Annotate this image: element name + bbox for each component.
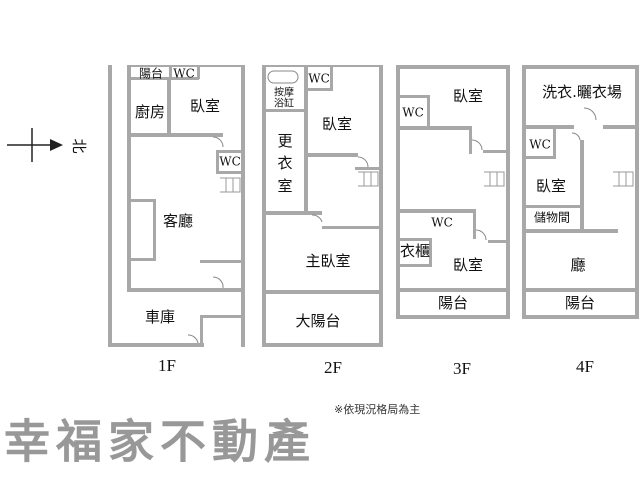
floor-2f: 按摩 浴缸 WC 臥室 更 衣 室 主臥室 大陽台 2F [262, 65, 383, 377]
room-wc: WC [529, 138, 551, 152]
room-wc: WC [402, 106, 424, 120]
room-living: 客廳 [163, 212, 193, 230]
floor-1f: 陽台 WC 廚房 臥室 WC 客廳 車庫 1F [108, 65, 245, 375]
room-bedroom: 臥室 [190, 97, 220, 115]
room-wc: WC [219, 155, 241, 169]
room-bath-line2: 浴缸 [274, 97, 294, 110]
room-big-balcony: 大陽台 [295, 312, 340, 330]
room-storage: 儲物間 [534, 211, 570, 225]
room-bedroom: 臥室 [536, 177, 566, 195]
room-closet-3: 室 [277, 177, 292, 195]
room-bath-line1: 按摩 [274, 86, 294, 99]
room-bedroom: 臥室 [453, 256, 483, 274]
room-balcony: 陽台 [438, 294, 468, 312]
room-garage: 車庫 [145, 308, 175, 326]
disclaimer-note: ※依現況格局為主 [334, 402, 420, 416]
room-wc: WC [308, 72, 330, 86]
north-label: 北 [70, 138, 88, 153]
room-closet-2: 衣 [277, 154, 292, 172]
room-bedroom: 臥室 [453, 87, 483, 105]
room-laundry: 洗衣.曬衣場 [542, 83, 622, 101]
floor-label-1f: 1F [158, 356, 176, 375]
room-master-bedroom: 主臥室 [305, 252, 350, 270]
room-wc: WC [173, 67, 195, 81]
bathtub-icon [267, 70, 299, 84]
room-closet-1: 更 [277, 132, 292, 150]
north-arrow-icon [7, 128, 63, 162]
room-hall: 廳 [570, 256, 585, 274]
room-wardrobe: 衣櫃 [400, 242, 430, 260]
room-balcony: 陽台 [565, 294, 595, 312]
floor-label-3f: 3F [453, 359, 471, 378]
floor-label-2f: 2F [324, 358, 342, 377]
room-bedroom: 臥室 [322, 115, 352, 133]
floor-label-4f: 4F [576, 357, 594, 376]
room-wc: WC [431, 216, 453, 230]
room-balcony: 陽台 [139, 66, 163, 81]
room-kitchen: 廚房 [135, 103, 165, 121]
floor-4f: 洗衣.曬衣場 WC 臥室 儲物間 廳 陽台 4F [522, 65, 639, 376]
watermark: 幸福家不動產 [4, 415, 316, 469]
floor-3f: 臥室 WC WC 衣櫃 臥室 陽台 3F [396, 65, 510, 378]
